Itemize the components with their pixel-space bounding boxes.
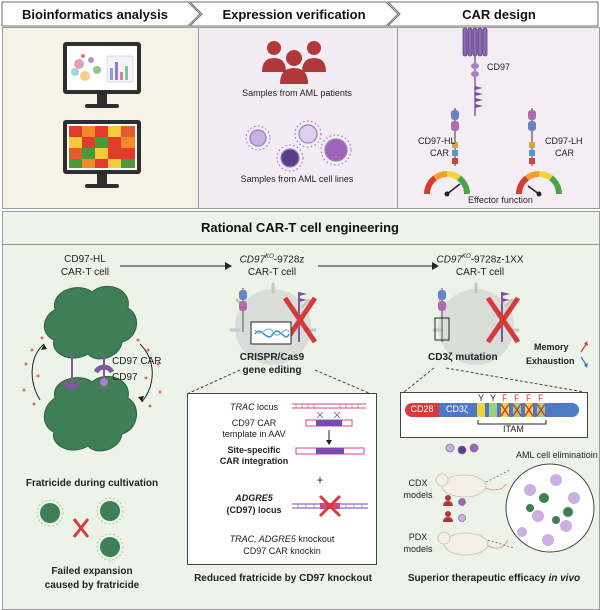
y-label-0: Y — [478, 393, 485, 403]
right-name-line1: CD97KO-9728z-1XX — [420, 254, 540, 265]
cdx-line2: models — [403, 490, 433, 500]
lh-label-line2: CAR — [555, 148, 575, 158]
y-label-5: F — [538, 393, 544, 403]
failed-line2: caused by fratricide — [44, 580, 140, 591]
cd97-label: CD97 — [487, 62, 511, 72]
fratricide-label: Fratricide during cultivation — [25, 478, 159, 489]
tab-bioinformatics-shape — [1, 1, 201, 27]
cd97-lh-car-icon — [528, 108, 536, 166]
adgre5-line1: ADGRE5 — [235, 493, 273, 503]
template-line2: template in AAV — [222, 429, 286, 439]
in-vivo-illustration — [435, 443, 595, 556]
right-name-sup: KO — [462, 254, 471, 260]
cd28-label: CD28 — [410, 404, 434, 414]
left-name-line2: CAR-T cell — [60, 267, 110, 278]
cd97-hl-car-icon — [451, 108, 459, 166]
fratricide-illustration — [22, 285, 162, 452]
adgre5-knockout-diagram — [292, 494, 368, 518]
adgre5-line2: (CD97) locus — [226, 505, 282, 515]
itam-label: ITAM — [503, 424, 524, 434]
right-footer-main: Superior therapeutic efficacy — [407, 573, 549, 584]
middle-cell-illustration — [229, 282, 318, 365]
y-label-3: F — [514, 393, 520, 403]
knockout-line1: TRAC, ADGRE5 knockout — [187, 534, 377, 544]
plus-sign: + — [316, 473, 324, 487]
dna-integration-diagram — [292, 403, 366, 455]
knockout-line2: CD97 CAR knockin — [243, 546, 321, 556]
pdx-line1: PDX — [408, 532, 428, 542]
monitor-heatmap-icon — [63, 120, 141, 188]
tab-car-design: CAR design — [462, 6, 536, 22]
effector-gauge-lh — [516, 171, 562, 197]
trac-locus-label: TRAC locus — [230, 402, 278, 412]
right-name-line2: CAR-T cell — [455, 267, 505, 278]
header-tabs — [1, 1, 599, 27]
pdx-line2: models — [403, 544, 433, 554]
tab-expression: Expression verification — [222, 6, 366, 22]
integration-line1: Site-specific — [227, 445, 281, 455]
crispr-line2: gene editing — [242, 365, 302, 376]
right-name-suffix: -9728z-1XX — [470, 254, 524, 266]
itam-segments — [477, 403, 546, 417]
middle-zoom-lines — [186, 369, 372, 395]
middle-name-line1: CD97KO-9728z — [222, 254, 322, 265]
failed-line1: Failed expansion — [51, 566, 133, 577]
effector-label: Effector function — [468, 195, 533, 205]
cdx-line1: CDX — [408, 478, 428, 488]
tab-bioinformatics: Bioinformatics analysis — [22, 6, 168, 22]
effector-gauge-hl — [424, 171, 470, 197]
right-name-main: CD97 — [436, 254, 463, 266]
y-label-4: F — [526, 393, 532, 403]
right-footer-italic: in vivo — [548, 573, 581, 584]
right-footer: Superior therapeutic efficacy in vivo — [392, 573, 596, 584]
engineering-title: Rational CAR-T cell engineering — [201, 220, 399, 235]
knockout-rest: knockout — [295, 534, 335, 544]
patients-icon — [262, 41, 326, 84]
middle-name-sup: KO — [265, 254, 274, 260]
cell-lines-icon — [245, 120, 352, 172]
cd28-domain — [405, 403, 439, 417]
knockout-italic: TRAC, ADGRE5 — [229, 534, 296, 544]
flow-arrows — [120, 262, 439, 270]
trac-locus-suffix: locus — [254, 402, 279, 412]
template-line1: CD97 CAR — [231, 418, 277, 428]
monitor-scatter-icon — [63, 42, 141, 108]
middle-name-suffix: -9728z — [273, 254, 305, 266]
hl-label-line2: CAR — [430, 148, 450, 158]
right-cell-illustration — [432, 282, 521, 365]
cd97-receptor-icon — [462, 27, 488, 116]
y-label-1: Y — [490, 393, 497, 403]
trend-arrows — [580, 341, 588, 368]
lh-label-line1: CD97-LH — [545, 136, 583, 146]
middle-footer: Reduced fratricide by CD97 knockout — [194, 573, 372, 584]
exhaustion-label: Exhaustion — [526, 356, 575, 366]
trac-locus-italic: TRAC — [230, 402, 255, 412]
cd3z-label: CD3ζ — [446, 404, 468, 414]
cd97-car-label-left: CD97 CAR — [112, 356, 162, 367]
elimination-label: AML cell eliminatioin — [516, 450, 598, 460]
title-divider — [2, 244, 600, 245]
right-zoom-lines — [403, 367, 585, 393]
failed-expansion-illustration — [36, 497, 124, 561]
patients-label: Samples from AML patients — [242, 88, 352, 98]
middle-name-main: CD97 — [239, 254, 266, 266]
tab-car-shape — [386, 1, 599, 27]
itam-bracket — [477, 420, 547, 425]
mutation-label: CD3ζ mutation — [428, 352, 498, 363]
tab-expression-shape — [188, 1, 399, 27]
y-label-2: F — [502, 393, 508, 403]
middle-name-line2: CAR-T cell — [247, 267, 297, 278]
integration-line2: CAR integration — [219, 456, 289, 466]
memory-label: Memory — [534, 342, 569, 352]
left-name-line1: CD97-HL — [64, 254, 106, 265]
crispr-line1: CRISPR/Cas9 — [239, 352, 305, 363]
cell-lines-label: Samples from AML cell lines — [240, 174, 354, 184]
hl-label-line1: CD97-HL — [418, 136, 456, 146]
cd97-label-left: CD97 — [112, 372, 138, 383]
